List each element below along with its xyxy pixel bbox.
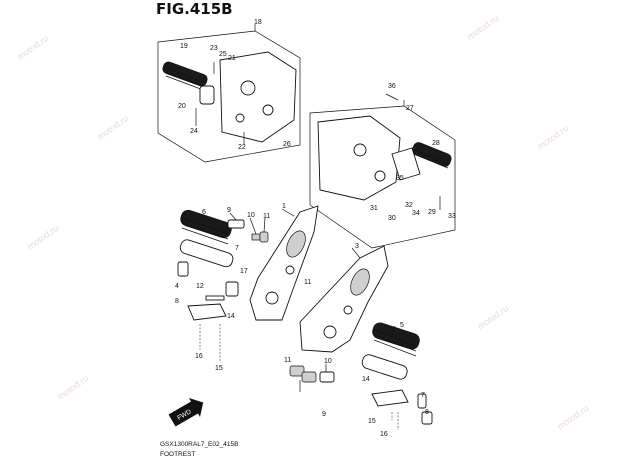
callout-29: 29: [428, 209, 436, 216]
callout-32: 32: [405, 202, 413, 209]
callout-24: 24: [190, 128, 198, 135]
left-rider-footpeg: [177, 209, 269, 362]
figure-code: GSX1300RAL7_E02_415B: [160, 441, 238, 448]
callout-4: 4: [175, 283, 179, 290]
watermark: motod.ru: [55, 373, 90, 402]
rear-footrest-assembly-box: [157, 24, 301, 163]
callout-7: 7: [421, 392, 425, 399]
callout-15: 15: [215, 365, 223, 372]
callout-7: 7: [235, 245, 239, 252]
callout-26: 26: [283, 141, 291, 148]
callout-21: 21: [228, 55, 236, 62]
figure-name: FOOTREST: [160, 451, 195, 458]
callout-10: 10: [324, 358, 332, 365]
watermark: motod.ru: [535, 123, 570, 152]
right-passenger-footpeg: [289, 322, 433, 430]
callout-31: 31: [370, 205, 378, 212]
callout-11: 11: [263, 213, 270, 220]
callout-33: 33: [448, 213, 456, 220]
leader-lines: [201, 208, 396, 392]
watermark: motod.ru: [25, 223, 60, 252]
callout-28: 28: [432, 140, 440, 147]
callout-1: 1: [282, 203, 286, 210]
rider-footrest-bracket: [249, 205, 319, 321]
callout-27: 27: [406, 105, 414, 112]
callout-16: 16: [380, 431, 388, 438]
part-number-callouts: 1 3 4 5 6 7 7 8 8 9 9 10 10 11 11 11 12 …: [175, 19, 456, 438]
watermark: motod.ru: [475, 303, 510, 332]
callout-14: 14: [362, 376, 370, 383]
callout-10: 10: [247, 212, 255, 219]
callout-8: 8: [425, 409, 429, 416]
callout-35: 35: [396, 175, 404, 182]
callout-17: 17: [240, 268, 248, 275]
callout-36: 36: [388, 83, 396, 90]
callout-12: 12: [196, 283, 204, 290]
callout-6: 6: [202, 209, 206, 216]
callout-23: 23: [210, 45, 218, 52]
callout-34: 34: [412, 210, 420, 217]
callout-15: 15: [368, 418, 376, 425]
watermark: motod.ru: [15, 33, 50, 62]
callout-22: 22: [238, 144, 246, 151]
fwd-arrow-icon: FWD: [168, 397, 204, 427]
callout-3: 3: [355, 243, 359, 250]
callout-11: 11: [304, 279, 311, 286]
callout-19: 19: [180, 43, 188, 50]
callout-9: 9: [227, 207, 231, 214]
callout-9: 9: [322, 411, 326, 418]
passenger-footrest-bracket: [299, 245, 389, 353]
callout-20: 20: [178, 103, 186, 110]
callout-8: 8: [175, 298, 179, 305]
callout-11: 11: [284, 357, 291, 364]
callout-25: 25: [219, 51, 227, 58]
passenger-footrest-assembly-box: [309, 93, 456, 249]
callout-14: 14: [227, 313, 235, 320]
callout-18: 18: [254, 19, 262, 26]
watermark: motod.ru: [555, 403, 590, 432]
callout-5: 5: [400, 322, 404, 329]
callout-30: 30: [388, 215, 396, 222]
callout-16: 16: [195, 353, 203, 360]
watermark: motod.ru: [95, 113, 130, 142]
figure-title: FIG.415B: [156, 0, 233, 18]
watermark: motod.ru: [465, 13, 500, 42]
